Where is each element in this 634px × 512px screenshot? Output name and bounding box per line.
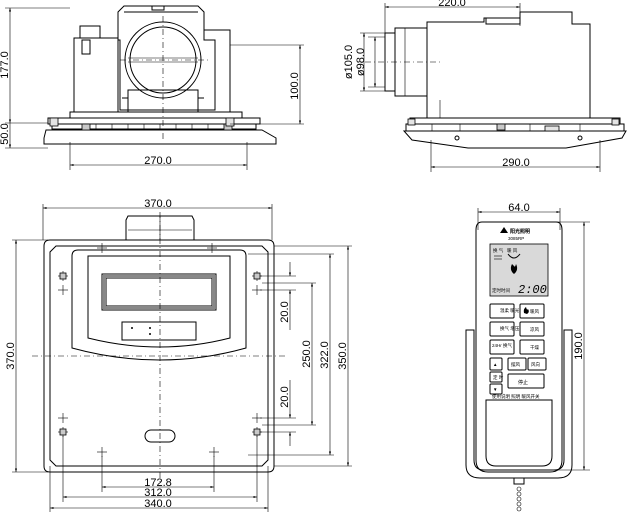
screw-markers xyxy=(58,243,262,457)
dim-front-width: 270.0 xyxy=(144,155,172,167)
dim-remote-height: 190.0 xyxy=(573,332,585,360)
btn-light-warm-label: 温柔 暖光 xyxy=(500,307,520,314)
btn-dry[interactable] xyxy=(519,339,545,355)
dim-plan-width: 370.0 xyxy=(144,198,172,210)
dim-remote-width: 64.0 xyxy=(508,202,529,214)
btn-warm-air[interactable] xyxy=(519,303,545,319)
btn-direction[interactable] xyxy=(527,357,547,371)
btn-light-warm[interactable] xyxy=(489,303,515,319)
dim-front-duct-height: 100.0 xyxy=(289,72,301,100)
heater-icon xyxy=(507,253,521,259)
dim-side-outer-dia: ø105.0 xyxy=(343,45,355,79)
flame-icon xyxy=(510,264,518,274)
btn-cool[interactable] xyxy=(519,321,545,337)
btn-vent-label: 换气 增压 xyxy=(500,325,520,332)
dim-front-total-height: 177.0 xyxy=(0,51,11,79)
front-base-clips xyxy=(49,117,235,130)
btn-stop-label: 停止 xyxy=(518,379,528,386)
btn-time-set-label: 定 时 xyxy=(493,374,504,381)
side-view: 220.0 ø105.0 ø98.0 xyxy=(343,0,627,172)
btn-warm-air-label: 暖风 xyxy=(530,308,539,315)
dim-plan-250: 250.0 xyxy=(301,340,313,368)
btn-cool-label: 凉风 xyxy=(530,326,539,333)
dim-plan-height: 370.0 xyxy=(5,342,17,370)
btn-down[interactable] xyxy=(489,383,503,395)
dim-side-width: 290.0 xyxy=(502,157,530,169)
btn-up[interactable] xyxy=(489,357,503,371)
remote-brand: 阳光照明 xyxy=(510,228,530,235)
btn-stop[interactable] xyxy=(507,373,545,389)
btn-timer-label: 24Hr 换气 xyxy=(492,342,513,349)
btn-direction-label: 风向 xyxy=(531,361,540,368)
dim-plan-350: 350.0 xyxy=(337,342,349,370)
front-view: 177.0 50.0 xyxy=(0,5,304,170)
fan-icon xyxy=(494,255,502,260)
dim-plan-screw-gap-bottom: 20.0 xyxy=(279,386,291,407)
lcd-timer-label: 定时时间 xyxy=(492,287,510,294)
btn-down-label: ▼ xyxy=(493,387,497,392)
remote-control: 64.0 190.0 阳光照明 3085RP 换 气 暖 风 xyxy=(465,202,590,512)
dim-side-depth: 220.0 xyxy=(438,0,466,9)
dim-front-base-height: 50.0 xyxy=(0,123,11,144)
plan-view: 370.0 370.0 xyxy=(5,198,352,512)
dim-plan-screw-gap-top: 20.0 xyxy=(279,301,291,322)
dim-plan-172: 172.8 xyxy=(144,477,172,489)
remote-model: 3085RP xyxy=(508,236,524,241)
btn-timer[interactable] xyxy=(489,339,515,355)
remote-chain xyxy=(513,477,525,512)
lcd-mode-warm: 暖 风 xyxy=(507,247,518,254)
btn-swing[interactable] xyxy=(507,357,527,371)
lcd-time: 2:00 xyxy=(518,283,547,297)
dim-side-inner-dia: ø98.0 xyxy=(355,48,367,76)
btn-dry-label: 干燥 xyxy=(530,344,539,351)
btn-swing-label: 摆风 xyxy=(511,361,520,368)
dim-plan-312: 312.0 xyxy=(144,487,172,499)
remote-buttons: 温柔 暖光 暖风 换气 增压 凉风 24Hr 换气 干燥 摆风 风向 ▲ 定 时… xyxy=(489,303,547,395)
flame-small-icon xyxy=(523,307,529,314)
remote-footer: 使用说明 照明 暖风开关 xyxy=(492,393,540,400)
lcd-mode-vent: 换 气 xyxy=(493,247,504,254)
btn-time-set[interactable] xyxy=(489,371,503,383)
dim-plan-322: 322.0 xyxy=(319,341,331,369)
btn-vent[interactable] xyxy=(489,321,515,337)
dim-plan-340: 340.0 xyxy=(144,498,172,510)
btn-up-label: ▲ xyxy=(493,362,497,367)
side-base-details xyxy=(407,118,620,141)
